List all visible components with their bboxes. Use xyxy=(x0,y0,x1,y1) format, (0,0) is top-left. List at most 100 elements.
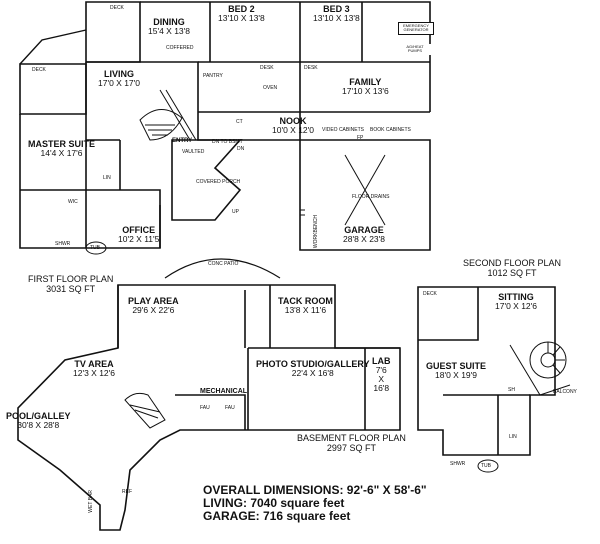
room-dim: 17'10 X 13'6 xyxy=(342,86,389,97)
overall-living: LIVING: 7040 square feet xyxy=(203,496,345,511)
room-name: MASTER SUITE xyxy=(28,139,96,149)
dn-label: DN xyxy=(237,146,245,152)
room-dim: 29'6 X 22'6 xyxy=(132,305,175,316)
fp-label: FP xyxy=(357,135,364,141)
first-floor-caption: FIRST FLOOR PLAN 3031 SQ FT xyxy=(28,274,113,295)
shwr-label: SHWR xyxy=(450,461,466,467)
tub-label: TUB xyxy=(90,245,100,251)
room-dim: 17'0 X 12'6 xyxy=(495,301,538,312)
desk-label: DESK xyxy=(304,65,318,71)
deck-label: DECK xyxy=(423,291,437,297)
guest-tub xyxy=(477,459,499,473)
patio-arc xyxy=(164,258,281,279)
room-dim: 7'6 xyxy=(375,365,387,376)
room-name: GUEST SUITE xyxy=(426,361,487,371)
up-label: UP xyxy=(232,209,239,215)
basement-caption: BASEMENT FLOOR PLAN 2997 SQ FT xyxy=(297,433,406,454)
room-name: SITTING xyxy=(498,292,534,302)
second-floor-stairs xyxy=(509,341,571,396)
emergency-generator-box: EMERGENCY GENERATOR xyxy=(398,22,434,35)
room-mechanical: MECHANICAL xyxy=(200,388,247,395)
first-floor-area: 3031 SQ FT xyxy=(46,284,96,295)
room-pool: POOL/GALLEY 30'8 X 28'8 xyxy=(6,411,71,431)
wic-label: WIC xyxy=(68,199,78,205)
shwr-label: SHWR xyxy=(55,241,71,247)
room-entry: ENTRY xyxy=(172,138,192,144)
second-floor-title: SECOND FLOOR PLAN xyxy=(463,258,562,268)
room-dim: 16'8 xyxy=(373,383,390,394)
room-bed3: BED 3 13'10 X 13'8 xyxy=(313,4,360,23)
room-tv: TV AREA 12'3 X 12'6 xyxy=(73,359,116,379)
room-dim: 13'10 X 13'8 xyxy=(218,13,265,24)
basement-area: 2997 SQ FT xyxy=(326,443,376,454)
desk-label: DESK xyxy=(260,65,274,71)
ref-label: REF xyxy=(122,489,132,495)
first-floor-walls xyxy=(19,1,431,251)
book-cabinets-label: BOOK CABINETS xyxy=(370,127,411,133)
room-dim: 10'0 X 12'0 xyxy=(272,125,315,136)
overall-dimensions: OVERALL DIMENSIONS: 92'-6" X 58'-6" xyxy=(203,483,427,497)
room-sitting: SITTING 17'0 X 12'6 xyxy=(495,292,538,312)
room-dim: 17'0 X 17'0 xyxy=(98,78,141,89)
lin-label: LIN xyxy=(103,175,111,181)
room-name: POOL/GALLEY xyxy=(6,411,71,421)
wet-bar-label: WET BAR xyxy=(88,490,94,513)
pantry-label: PANTRY xyxy=(203,73,223,79)
floor-drains-label: FLOOR DRAINS xyxy=(352,194,390,200)
room-dim: 12'3 X 12'6 xyxy=(73,368,116,379)
conc-patio-label: CONC PATIO xyxy=(208,261,239,267)
room-name: LIVING xyxy=(104,69,135,79)
first-floor-title: FIRST FLOOR PLAN xyxy=(28,274,114,284)
room-dim: 13'8 X 11'6 xyxy=(284,305,327,316)
basement-stairs xyxy=(124,392,166,429)
oven-label: OVEN xyxy=(263,85,278,91)
room-name: FAMILY xyxy=(349,77,382,87)
overall-summary: OVERALL DIMENSIONS: 92'-6" X 58'-6" LIVI… xyxy=(203,483,427,524)
covered-porch-label: COVERED PORCH xyxy=(196,179,241,185)
balcony-label: BALCONY xyxy=(553,389,577,395)
room-tack: TACK ROOM 13'8 X 11'6 xyxy=(278,296,333,316)
room-name: BED 3 xyxy=(323,4,350,14)
basement-walls xyxy=(17,284,401,531)
workbench-label: WORKBENCH xyxy=(313,215,319,249)
second-floor-area: 1012 SQ FT xyxy=(487,268,537,279)
vaulted-label: VAULTED xyxy=(182,149,205,155)
room-dim: 10'2 X 11'5 xyxy=(118,234,160,245)
room-play: PLAY AREA 29'6 X 22'6 xyxy=(128,296,179,316)
room-name: NOOK xyxy=(279,116,307,126)
video-cabinets-label: VIDEO CABINETS xyxy=(322,127,364,133)
room-photo: PHOTO STUDIO/GALLERY 22'4 X 16'8 xyxy=(256,359,370,378)
ag-heat-pumps-box: AG/HEAT PUMPS xyxy=(398,44,432,55)
room-bed2: BED 2 13'10 X 13'8 xyxy=(218,4,265,24)
room-dim: 14'4 X 17'6 xyxy=(40,148,83,159)
room-family: FAMILY 17'10 X 13'6 xyxy=(342,77,389,97)
room-name: BED 2 xyxy=(228,4,255,14)
room-master: MASTER SUITE 14'4 X 17'6 xyxy=(28,139,96,159)
room-office: OFFICE 10'2 X 11'5 xyxy=(118,225,160,245)
dn-to-bsmt-label: DN TO BSMT xyxy=(212,139,243,145)
room-name: DINING xyxy=(153,17,185,27)
second-floor-caption: SECOND FLOOR PLAN 1012 SQ FT xyxy=(463,258,561,279)
room-name: TV AREA xyxy=(74,359,114,369)
coffered-label: COFFERED xyxy=(166,45,194,51)
room-name: TACK ROOM xyxy=(278,296,333,306)
room-dim: 30'8 X 28'8 xyxy=(17,420,60,431)
basement-title: BASEMENT FLOOR PLAN xyxy=(297,433,406,443)
garage-details xyxy=(300,154,386,226)
emergency-label: EMERGENCY GENERATOR xyxy=(403,23,429,33)
room-dim: 28'8 X 23'8 xyxy=(343,234,386,245)
overall-garage: GARAGE: 716 square feet xyxy=(203,509,351,524)
room-dim: X xyxy=(378,374,385,385)
room-living: LIVING 17'0 X 17'0 xyxy=(98,69,141,89)
deck-label: DECK xyxy=(110,5,124,11)
room-dim: 15'4 X 13'8 xyxy=(148,26,191,37)
ag-heat-label: AG/HEAT PUMPS xyxy=(406,44,424,54)
room-name: OFFICE xyxy=(122,225,156,235)
room-name: MECHANICAL xyxy=(200,388,248,395)
room-name: PHOTO STUDIO/GALLERY xyxy=(256,359,370,369)
room-lab: LAB 7'6 X 16'8 xyxy=(372,356,391,394)
room-name: GARAGE xyxy=(344,225,384,235)
master-tub xyxy=(85,241,107,255)
first-floor-stairs xyxy=(139,89,197,141)
